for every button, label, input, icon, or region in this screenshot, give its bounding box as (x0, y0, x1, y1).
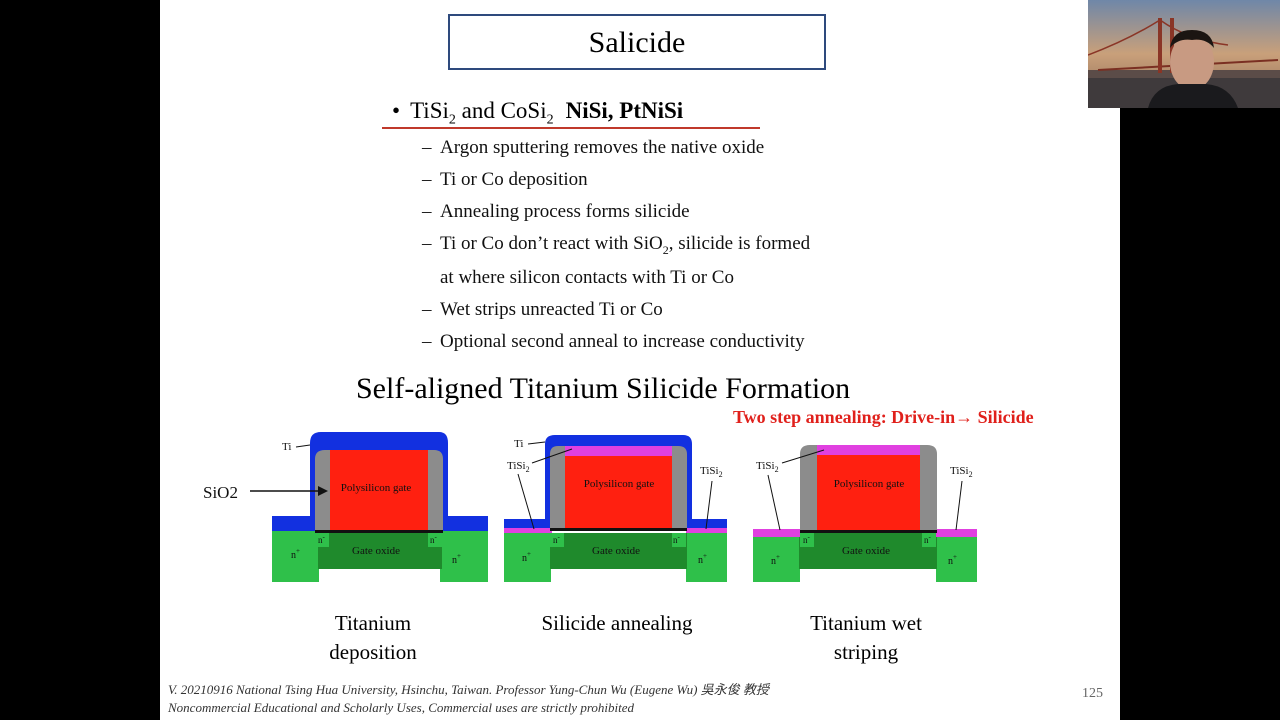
slide-title: Salicide (448, 14, 826, 70)
item-text: Argon sputtering removes the native oxid… (440, 137, 765, 158)
label-tisi2: TiSi2 (950, 465, 973, 479)
label-tisi2: TiSi2 (756, 460, 779, 474)
stage-titanium-wet-striping: Polysilicon gate Gate oxide n+ n+ n- n- … (753, 445, 977, 582)
label-nplus: n+ (522, 550, 531, 564)
label-gate-oxide: Gate oxide (592, 545, 640, 557)
dash: – (422, 169, 432, 190)
label-poly: Polysilicon gate (584, 478, 655, 490)
label-ti: Ti (282, 441, 291, 453)
dash: – (422, 298, 432, 320)
section-title: Self-aligned Titanium Silicide Formation (356, 372, 851, 405)
label-sio2: SiO2 (203, 483, 238, 502)
label-gate-oxide: Gate oxide (352, 545, 400, 557)
label-ti: Ti (514, 438, 523, 450)
label-nplus: n+ (452, 552, 461, 566)
bullet-and-cosi: and CoSi (455, 98, 547, 123)
dash: – (422, 330, 432, 352)
bullet-tisi: TiSi (410, 98, 449, 123)
dash: – (422, 201, 432, 222)
presenter-webcam (1088, 0, 1280, 108)
label-nplus: n+ (948, 553, 957, 567)
label-nplus: n+ (771, 553, 780, 567)
dash: – (422, 233, 432, 254)
item-text: Ti or Co deposition (440, 169, 588, 190)
list-item: –Optional second anneal to increase cond… (422, 328, 810, 355)
item-text: Annealing process forms silicide (440, 201, 690, 222)
sub-list: –Argon sputtering removes the native oxi… (422, 134, 810, 355)
bullet-sub: 2 (546, 112, 554, 128)
label-poly: Polysilicon gate (341, 482, 412, 494)
item-text: , silicide is formed (668, 233, 811, 254)
label-poly: Polysilicon gate (834, 478, 905, 490)
caption-line: Titanium (334, 611, 412, 635)
process-diagram: Polysilicon gate Gate oxide n+ n+ n- n- … (203, 432, 977, 582)
item-text: Wet strips unreacted Ti or Co (440, 298, 663, 320)
caption-line: Silicide annealing (541, 611, 693, 635)
list-item: –Ti or Co don’t react with SiO2, silicid… (422, 230, 810, 291)
label-tisi2: TiSi2 (700, 465, 723, 479)
label-nminus: n- (673, 533, 681, 545)
label-nminus: n- (430, 533, 438, 545)
caption-titanium-deposition: Titanium deposition (293, 609, 453, 667)
label-gate-oxide: Gate oxide (842, 545, 890, 557)
label-nminus: n- (553, 533, 561, 545)
label-nminus: n- (924, 533, 932, 545)
caption-line: deposition (329, 640, 417, 664)
bullet-dot: • (392, 98, 401, 123)
label-nminus: n- (803, 533, 811, 545)
caption-line: striping (833, 640, 899, 664)
item-sub: 2 (662, 242, 669, 257)
red-underline (382, 127, 760, 129)
list-item: –Argon sputtering removes the native oxi… (422, 134, 810, 161)
caption-silicide-annealing: Silicide annealing (522, 609, 712, 638)
dash: – (422, 137, 432, 158)
caption-line: Titanium wet (810, 611, 922, 635)
item-text: Ti or Co don’t react with SiO (440, 233, 663, 254)
annealing-note: Two step annealing: Drive-in→ Silicide (733, 407, 1034, 427)
item-text: Optional second anneal to increase condu… (440, 330, 805, 352)
list-item: –Annealing process forms silicide (422, 198, 810, 225)
label-nplus: n+ (291, 547, 300, 561)
bullet-sub: 2 (448, 112, 456, 128)
label-tisi2: TiSi2 (507, 460, 530, 474)
footer-line: V. 20210916 National Tsing Hua Universit… (168, 682, 769, 697)
footer-line: Noncommercial Educational and Scholarly … (168, 700, 635, 715)
list-item: –Wet strips unreacted Ti or Co (422, 296, 810, 323)
item-text: at where silicon contacts with Ti or Co (440, 266, 734, 288)
caption-titanium-wet-striping: Titanium wet striping (776, 609, 956, 667)
label-nminus: n- (318, 533, 326, 545)
bullet-bold: NiSi, PtNiSi (565, 98, 684, 123)
stage-silicide-annealing: Polysilicon gate Gate oxide n+ n+ n- n- … (504, 435, 727, 582)
page-number: 125 (1082, 686, 1103, 701)
label-nplus: n+ (698, 552, 707, 566)
slide-footer: V. 20210916 National Tsing Hua Universit… (168, 681, 769, 717)
list-item: –Ti or Co deposition (422, 166, 810, 193)
stage-titanium-deposition: Polysilicon gate Gate oxide n+ n+ n- n- … (203, 432, 488, 582)
